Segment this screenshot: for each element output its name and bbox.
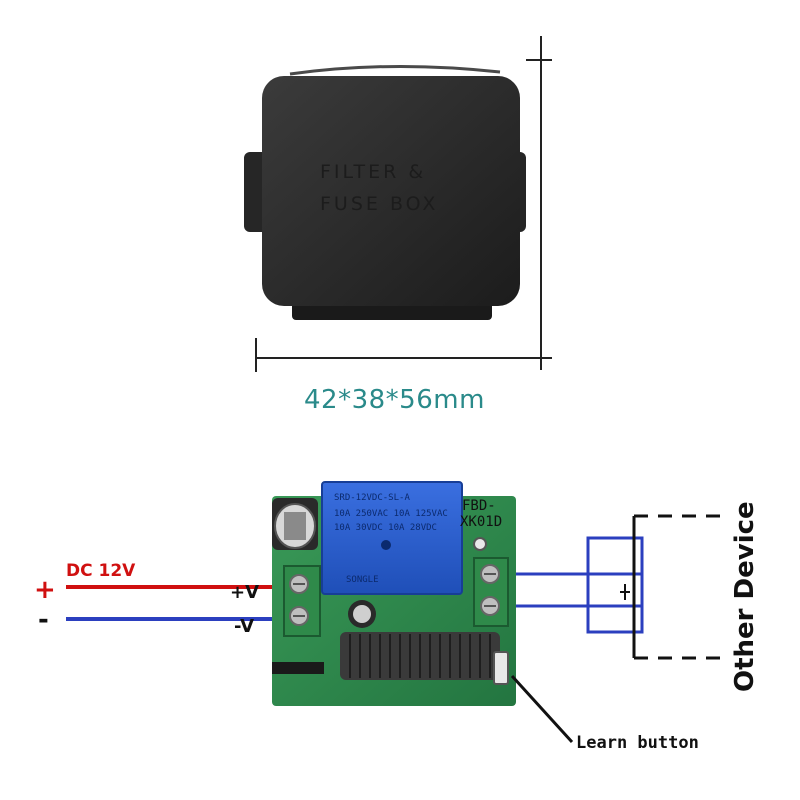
plus-sign: +	[34, 575, 56, 605]
learn-button-pointer	[510, 674, 574, 744]
relay-rating-1: 10A 250VAC 10A 125VAC	[334, 509, 448, 519]
other-device-label: Other Device	[730, 501, 760, 692]
relay-model: SRD-12VDC-SL-A	[334, 493, 410, 503]
mounting-hole	[473, 537, 487, 551]
device-connection-box	[586, 536, 644, 634]
plus-v-label: +V	[230, 582, 259, 603]
output-terminal-block	[473, 557, 509, 627]
board-model-line1: FBD-	[462, 498, 496, 514]
minus-sign: -	[38, 605, 49, 635]
learn-button[interactable]	[493, 651, 509, 685]
dimension-lines	[255, 36, 552, 372]
box-label-line1: FILTER &	[320, 161, 426, 183]
capacitor	[272, 498, 318, 550]
minus-v-label: -V	[234, 616, 254, 637]
box-top-edge	[289, 64, 501, 76]
power-wires	[66, 585, 300, 621]
relay: SRD-12VDC-SL-A 10A 250VAC 10A 125VAC 10A…	[321, 481, 463, 595]
antenna-coil	[340, 632, 500, 680]
relay-rating-2: 10A 30VDC 10A 28VDC	[334, 523, 437, 533]
dimensions-label: 42*38*56mm	[304, 385, 485, 415]
learn-button-label: Learn button	[576, 733, 699, 753]
box-body	[262, 76, 520, 306]
box-label-line2: FUSE BOX	[320, 193, 438, 215]
dc-voltage-label: DC 12V	[66, 561, 136, 581]
receiver-board: SRD-12VDC-SL-A 10A 250VAC 10A 125VAC 10A…	[272, 481, 516, 706]
enclosure-box: FILTER & FUSE BOX	[244, 64, 526, 320]
power-terminal-block	[283, 565, 321, 637]
header-pins	[272, 662, 324, 674]
relay-brand: SONGLE	[346, 575, 379, 585]
output-wiring	[516, 514, 720, 660]
board-model-line2: XK01D	[460, 514, 502, 530]
